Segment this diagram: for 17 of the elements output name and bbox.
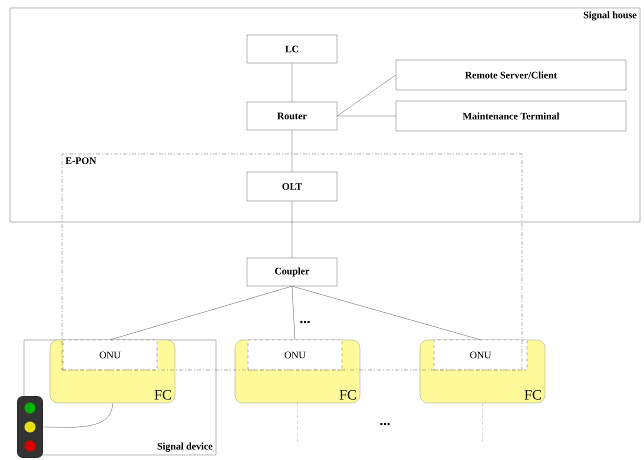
connector-line [43,403,113,428]
process-box: OLT [246,172,338,202]
process-box: LC [246,34,338,64]
connector-line [337,74,396,116]
onu-box: ONU [434,340,528,370]
traffic-light-drawing [17,396,43,458]
onu-box: ONU [62,340,158,370]
process-box: Coupler [246,258,338,286]
connector-line [292,286,296,340]
connector-line [292,286,481,340]
onu-box: ONU [248,340,342,370]
process-box: Remote Server/Client [396,60,626,90]
connector-line [110,286,292,340]
ellipsis: ... [380,422,390,426]
ellipsis: ... [300,320,310,324]
process-box: Maintenance Terminal [396,100,626,132]
process-box: Router [246,102,338,130]
